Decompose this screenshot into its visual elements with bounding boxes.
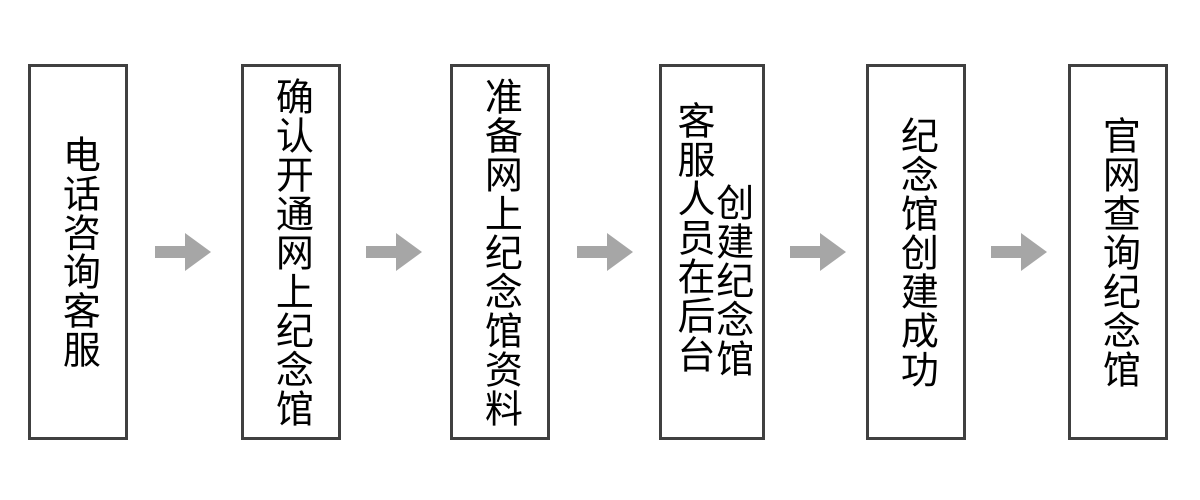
right-arrow-icon-2 [366,233,422,271]
flow-node-1-label: 电话咨询客服 [56,135,101,369]
flow-node-4[interactable]: 客服人员在后台 创建纪念馆 [659,64,765,440]
right-arrow-icon-1 [155,233,211,271]
flow-node-4-label-column-2: 创建纪念馆 [709,183,754,378]
flow-node-3[interactable]: 准备网上纪念馆资料 [450,64,550,440]
flow-node-5-label: 纪念馆创建成功 [894,115,939,389]
flow-node-3-label: 准备网上纪念馆资料 [478,76,523,428]
flow-node-6-label: 官网查询纪念馆 [1096,115,1141,389]
flow-node-4-label-column-1: 客服人员在后台 [671,101,715,374]
right-arrow-icon-5 [991,233,1047,271]
flow-node-5[interactable]: 纪念馆创建成功 [866,64,966,440]
right-arrow-icon-4 [790,233,846,271]
flow-node-2-label: 确认开通网上纪念馆 [269,76,314,428]
flow-node-2[interactable]: 确认开通网上纪念馆 [241,64,341,440]
flow-node-6[interactable]: 官网查询纪念馆 [1068,64,1168,440]
right-arrow-icon-3 [577,233,633,271]
flow-node-1[interactable]: 电话咨询客服 [28,64,128,440]
